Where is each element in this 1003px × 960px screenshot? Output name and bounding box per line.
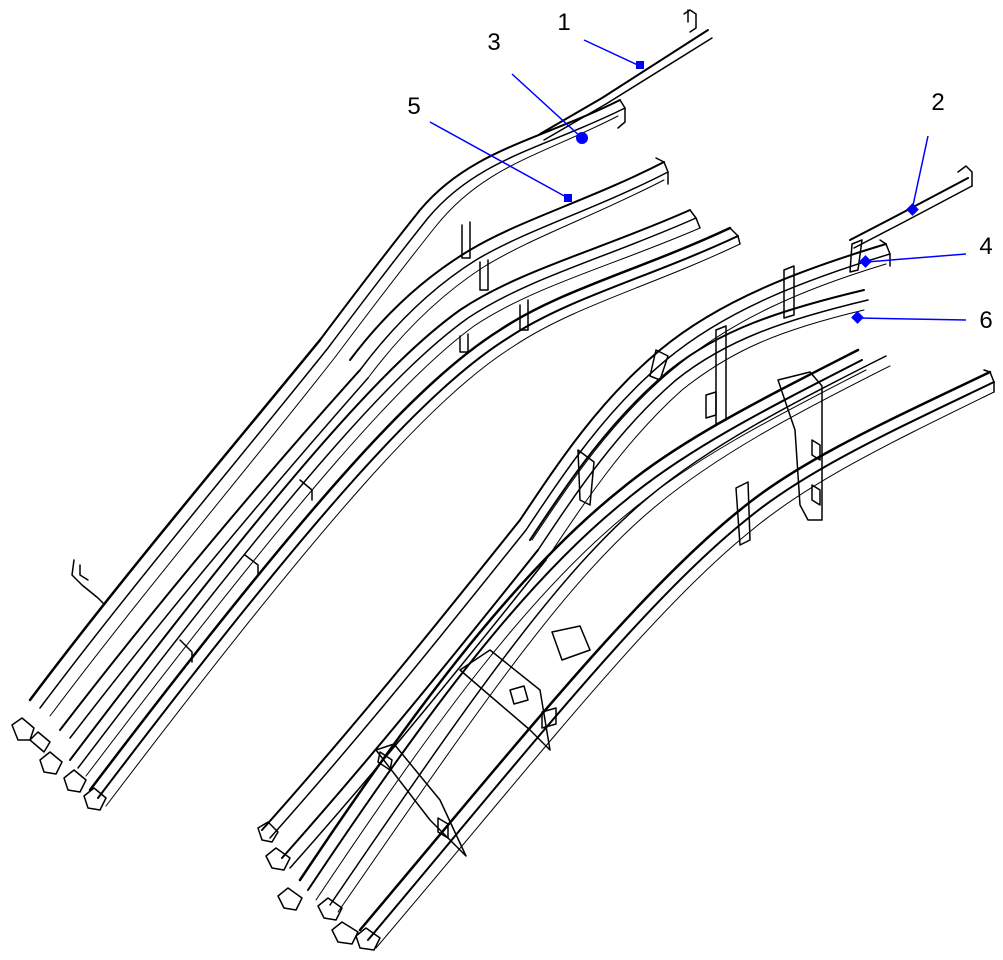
callout-2-leader <box>911 135 929 211</box>
right-rail-assembly <box>257 165 995 951</box>
right-support-plates <box>577 239 863 546</box>
callout-2-number: 2 <box>931 89 944 116</box>
right-second-rail <box>529 289 869 561</box>
callout-3-leader <box>511 73 583 139</box>
callout-5-leader <box>429 121 569 199</box>
left-supports <box>179 221 529 663</box>
callout-4-number: 4 <box>979 233 992 260</box>
callout-4: 4 <box>859 233 993 268</box>
callouts-layer: 1 2 3 4 <box>407 9 992 334</box>
left-second-rail <box>319 99 626 357</box>
callout-6-number: 6 <box>979 307 992 334</box>
callout-6-leader <box>857 317 967 321</box>
callout-3-marker <box>576 132 588 144</box>
left-side-bracket <box>71 559 105 605</box>
left-third-rail <box>349 157 669 379</box>
callout-1-number: 1 <box>557 9 570 36</box>
callout-1: 1 <box>557 9 644 69</box>
callout-4-marker <box>859 255 872 268</box>
callout-6: 6 <box>851 307 993 334</box>
callout-4-leader <box>865 253 967 263</box>
right-clamp-braces <box>375 625 591 857</box>
callout-1-marker <box>636 61 644 69</box>
callout-5-marker <box>564 194 572 202</box>
left-main-rails <box>28 209 741 807</box>
callout-3-number: 3 <box>487 29 500 56</box>
right-main-rails <box>261 348 995 949</box>
left-rail-end-caps <box>11 717 107 811</box>
callout-1-leader <box>583 39 641 67</box>
right-rail-end-caps <box>257 821 381 951</box>
left-rail-assembly <box>11 9 741 811</box>
left-top-bar <box>539 9 713 141</box>
callout-2: 2 <box>906 89 945 216</box>
callout-5: 5 <box>407 93 572 202</box>
callout-5-number: 5 <box>407 93 420 120</box>
callout-3: 3 <box>487 29 588 144</box>
right-top-bar <box>849 165 973 249</box>
